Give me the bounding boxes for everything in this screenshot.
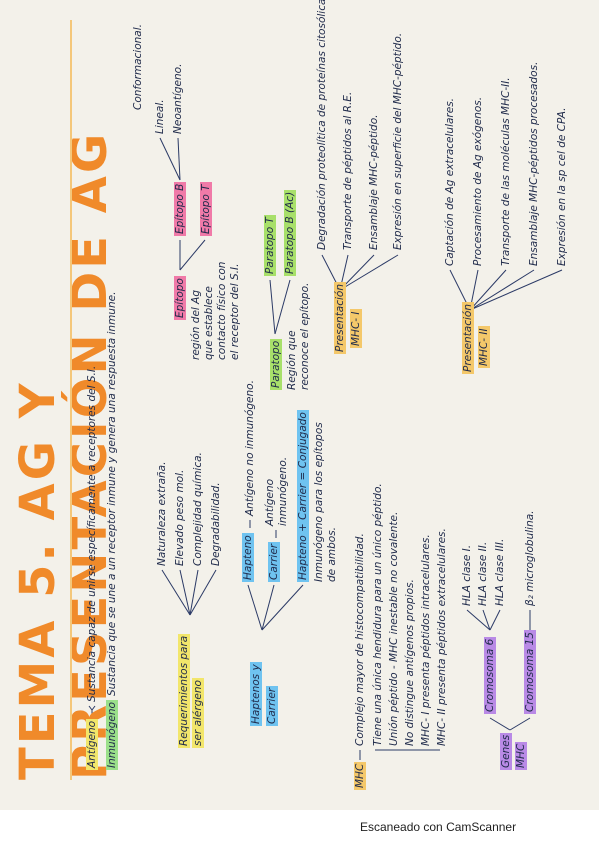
- paratopo-t-label: Paratopo T: [264, 215, 276, 276]
- microglobulina-item: β₂ microglobulina.: [524, 510, 536, 607]
- inmunogeno-row: Inmunógeno: [106, 700, 118, 770]
- mhc-point: MHC- I presenta péptidos intracelulares.: [420, 534, 432, 746]
- presentacion2-step: Transporte de las moléculas MHC-II.: [500, 77, 512, 266]
- requerimientos-label: Requerimientos para: [178, 633, 190, 748]
- haptenos-label: Haptenos y: [250, 662, 262, 726]
- presentacion2-label: Presentación: [462, 301, 474, 374]
- epitopo-b-item: Neoantígeno.: [172, 63, 184, 134]
- cromosoma6-label: Cromosoma 6: [484, 636, 496, 714]
- mhc-point: No distingue antígenos propios.: [404, 579, 416, 746]
- antigeno-definition: Sustancia capaz de unirse específicament…: [86, 365, 98, 702]
- hapteno-label: Hapteno: [242, 533, 254, 582]
- inmunogeno-definition: Sustancia que se une a un receptor inmun…: [106, 291, 118, 696]
- hla-item: HLA clase I.: [461, 544, 473, 606]
- paratopo-label: Paratopo: [270, 338, 282, 390]
- paratopo-desc: reconoce el epítopo.: [299, 282, 311, 390]
- presentacion2-step: Procesamiento de Ag exógenos.: [472, 96, 484, 266]
- conjugado-desc: Inmunógeno para los epítopos: [313, 422, 325, 582]
- epitopo-desc: contacto físico con: [216, 261, 228, 360]
- rotated-notes: TEMA 5. AG Y PRESENTACIÓN DE AG Antígeno…: [10, 0, 568, 790]
- presentacion1-label: Presentación: [334, 281, 346, 354]
- inmunogeno-label: Inmunógeno: [106, 700, 118, 770]
- requerimiento-item: Degradabilidad.: [210, 482, 222, 566]
- haptenos-label-2: Carrier: [266, 685, 278, 726]
- presentacion2-step: Expresión en la sp cel de CPA.: [556, 107, 568, 266]
- epitopo-desc: que establece: [203, 286, 215, 360]
- epitopo-b-item: Conformacional.: [132, 24, 144, 110]
- carrier-desc: Antígeno: [264, 478, 276, 526]
- antigeno-label: Antígeno: [86, 718, 98, 770]
- epitopo-label: Epítopo: [174, 276, 186, 320]
- presentacion2-step: Ensamblaje MHC-péptidos procesados.: [528, 61, 540, 266]
- presentacion1-step: Transporte de péptidos al R.E.: [342, 91, 354, 250]
- connector-lines: [88, 137, 563, 760]
- requerimiento-item: Elevado peso mol.: [174, 469, 186, 566]
- paratopo-b-label: Paratopo B (Ac): [284, 189, 296, 276]
- page-title: TEMA 5. AG Y PRESENTACIÓN DE AG: [10, 130, 118, 780]
- genes-label: Genes: [500, 732, 512, 770]
- mhc-label: MHC: [354, 761, 366, 790]
- requerimiento-item: Naturaleza extraña.: [156, 461, 168, 566]
- requerimiento-item: Complejidad química.: [192, 452, 204, 566]
- scanner-watermark: Escaneado con CamScanner: [360, 820, 517, 834]
- presentacion2-step: Captación de Ag extracelulares.: [444, 97, 456, 266]
- hla-item: HLA clase II.: [477, 541, 489, 606]
- paratopo-desc: Región que: [286, 330, 298, 390]
- mhc-point: Tiene una única hendidura para un único …: [372, 483, 384, 746]
- mhc-point: Unión péptido - MHC inestable no covalen…: [388, 511, 400, 746]
- presentacion2-label-2: MHC- II: [478, 326, 490, 368]
- hapteno-desc: Antígeno no inmunógeno.: [244, 380, 256, 516]
- epitopo-b-label: Epítopo B: [174, 181, 186, 236]
- epitopo-desc: el receptor del S.I.: [229, 263, 241, 360]
- conjugado-desc-2: de ambos.: [326, 526, 338, 582]
- epitopo-t-label: Epítopo T: [200, 182, 212, 236]
- mhc-definition: Complejo mayor de histocompatibilidad.: [354, 533, 366, 746]
- requerimientos-label-2: ser alérgeno: [192, 678, 204, 748]
- cromosoma15-label: Cromosoma 15: [524, 630, 536, 714]
- presentacion1-step: Ensamblaje MHC-péptido.: [368, 114, 380, 250]
- title-underline: [70, 20, 72, 780]
- presentacion1-label-2: MHC- I: [350, 309, 362, 348]
- hla-item: HLA clase III.: [494, 538, 506, 606]
- presentacion1-step: Degradación proteolítica de proteínas ci…: [316, 0, 328, 250]
- carrier-desc-2: inmunógeno.: [277, 456, 289, 526]
- mhc-point: MHC- II presenta péptidos extracelulares…: [436, 528, 448, 746]
- genes-label-2: MHC: [515, 741, 527, 770]
- conjugado-label: Hapteno + Carrier = Conjugado: [297, 410, 309, 582]
- carrier-label: Carrier: [268, 541, 280, 582]
- epitopo-b-item: Lineal.: [154, 99, 166, 134]
- presentacion1-step: Expresión en superficie del MHC-péptido.: [392, 32, 404, 250]
- antigeno-row: Antígeno: [86, 718, 98, 770]
- scanned-sheet: TEMA 5. AG Y PRESENTACIÓN DE AG Antígeno…: [0, 0, 599, 810]
- epitopo-desc: región del Ag: [190, 289, 202, 360]
